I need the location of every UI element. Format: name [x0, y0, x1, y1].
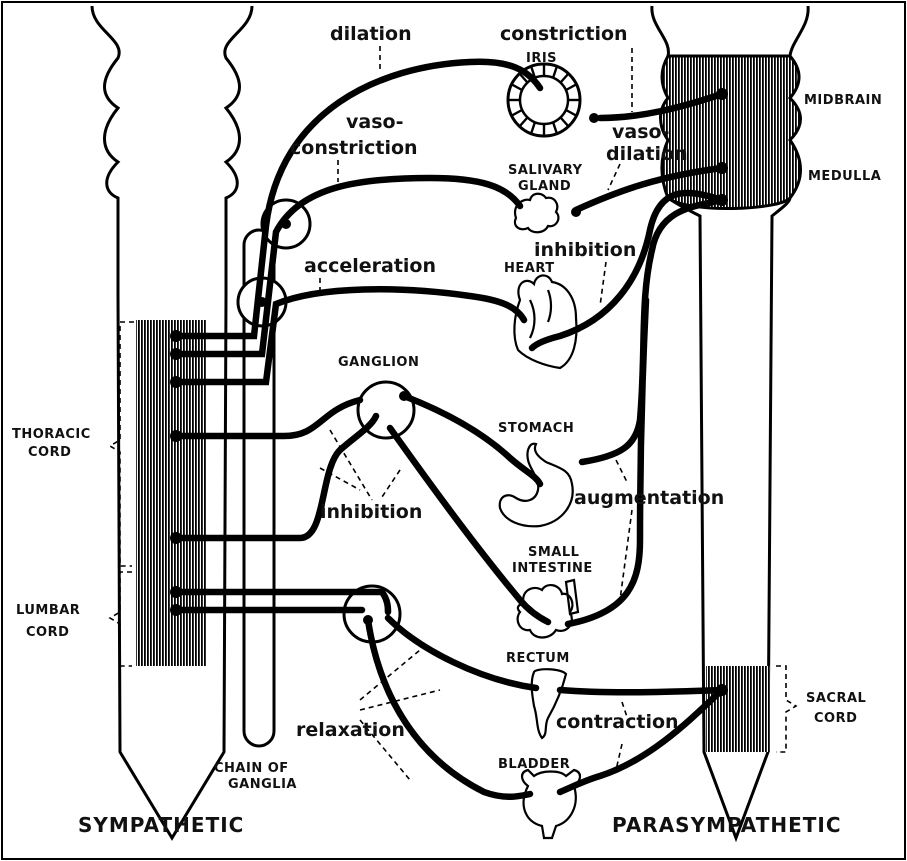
relaxation-label: relaxation: [296, 719, 405, 741]
midbrain-label: MIDBRAIN: [804, 93, 882, 108]
sympathetic-label: SYMPATHETIC: [78, 813, 244, 837]
brainstem-hatch: [661, 56, 801, 209]
constriction-label: constriction: [500, 23, 628, 45]
stomach-label: STOMACH: [498, 421, 574, 436]
sacral-hatch: [706, 666, 770, 752]
vasoconstriction-label-line1: vaso-: [346, 111, 403, 133]
rectum-label: RECTUM: [506, 651, 570, 666]
augmentation-label: augmentation: [574, 487, 724, 509]
acceleration-label: acceleration: [304, 255, 436, 277]
vasodilation-label-line1: vaso-: [612, 121, 669, 143]
chain-label-line1: CHAIN OF: [214, 761, 289, 776]
ganglion-label: GANGLION: [338, 355, 419, 370]
salivary-gland-organ: [515, 194, 559, 233]
iris-label: IRIS: [526, 51, 557, 66]
thoracic-label-line1: THORACIC: [12, 427, 91, 442]
salivary-label-line2: GLAND: [518, 179, 571, 194]
vasodilation-label-line2: dilation: [606, 143, 688, 165]
iris-organ: [508, 64, 580, 136]
medulla-label: MEDULLA: [808, 169, 881, 184]
inhibition-heart-label: inhibition: [534, 239, 636, 261]
parasympathetic-label: PARASYMPATHETIC: [612, 813, 842, 837]
dilation-label: dilation: [330, 23, 412, 45]
chain-label-line2: GANGLIA: [228, 777, 297, 792]
inhibition-gut-label: inhibition: [320, 501, 422, 523]
bladder-organ: [522, 770, 580, 838]
thoracic-label-line2: CORD: [28, 445, 71, 460]
contraction-label: contraction: [556, 711, 679, 733]
thoracic-lumbar-hatch: [136, 320, 206, 666]
sacral-label-line1: SACRAL: [806, 691, 866, 706]
bladder-label: BLADDER: [498, 757, 570, 772]
intestine-label-line2: INTESTINE: [512, 561, 593, 576]
vasoconstriction-label-line2: constriction: [290, 137, 418, 159]
salivary-label-line1: SALIVARY: [508, 163, 583, 178]
intestine-label-line1: SMALL: [528, 545, 579, 560]
sacral-label-line2: CORD: [814, 711, 857, 726]
heart-label: HEART: [504, 261, 555, 276]
lumbar-label-line1: LUMBAR: [16, 603, 80, 618]
lumbar-label-line2: CORD: [26, 625, 69, 640]
